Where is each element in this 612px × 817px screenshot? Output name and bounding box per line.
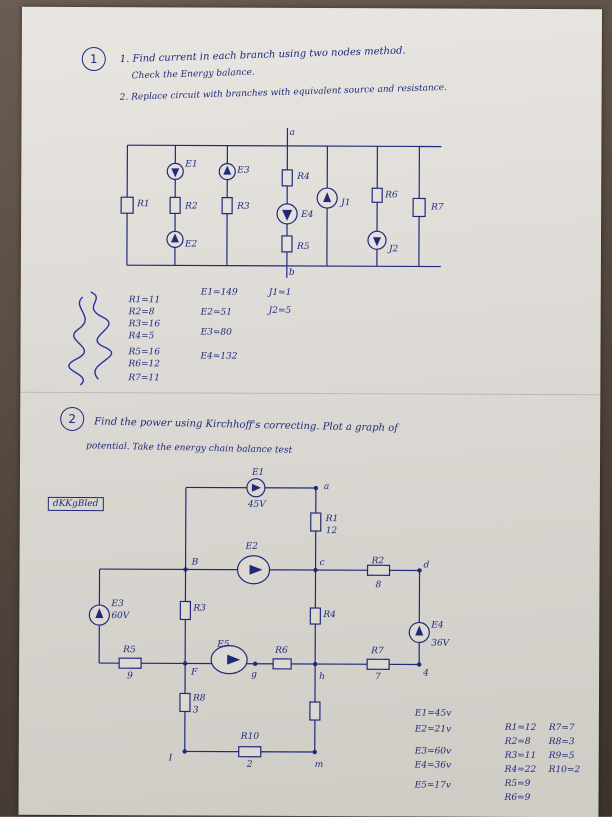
c2-node-m: m xyxy=(315,760,324,770)
circuit-2-diagram xyxy=(18,7,602,817)
c2-node-d: d xyxy=(424,560,430,570)
c2-label-R2: R2 xyxy=(372,556,385,566)
c2-label-R1v: 12 xyxy=(326,526,337,536)
value-line: E4=36v xyxy=(415,760,451,770)
c2-label-R2v: 8 xyxy=(375,580,381,590)
c2-label-R7v: 7 xyxy=(375,672,381,682)
value-line: E2=21v xyxy=(415,724,451,734)
c2-label-E1v: 45V xyxy=(248,500,266,510)
c2-node-a: a xyxy=(324,482,329,492)
c2-node-c: c xyxy=(320,558,325,568)
value-line: R5=9 xyxy=(505,779,531,789)
value-line: R8=3 xyxy=(549,737,575,747)
c2-label-R6: R6 xyxy=(275,646,288,656)
c2-label-R10: R10 xyxy=(241,732,259,742)
c2-label-R1: R1 xyxy=(326,514,339,524)
c2-label-R3: R3 xyxy=(193,603,206,613)
c2-label-E1: E1 xyxy=(252,468,264,478)
value-line: E3=60v xyxy=(415,746,451,756)
c2-label-R10v: 2 xyxy=(247,760,253,770)
c2-label-R4: R4 xyxy=(323,610,336,620)
value-line: R2=8 xyxy=(505,737,531,747)
value-line: R6=9 xyxy=(505,793,531,803)
c2-label-R8: R8 xyxy=(193,693,206,703)
value-line: E5=17v xyxy=(415,780,451,790)
c2-label-E4v: 36V xyxy=(431,639,449,649)
value-line: R1=12 xyxy=(505,723,537,733)
paper-sheet: 1 1. Find current in each branch using t… xyxy=(18,7,602,817)
value-line: E1=45v xyxy=(415,708,451,718)
c2-node-b: B xyxy=(192,557,199,567)
value-line: R4=22 xyxy=(505,765,537,775)
c2-node-g: g xyxy=(251,670,257,680)
c2-label-E2: E2 xyxy=(246,542,258,552)
c2-label-E3v: 60V xyxy=(111,611,129,621)
c2-label-R8v: 3 xyxy=(193,705,199,715)
value-line: R3=11 xyxy=(505,751,537,761)
value-line: R10=2 xyxy=(549,765,581,775)
c2-label-R5v: 9 xyxy=(127,671,133,681)
c2-label-E5: E5 xyxy=(217,640,229,650)
value-line: R9=5 xyxy=(549,751,575,761)
c2-label-R5: R5 xyxy=(123,645,136,655)
c2-node-f: F xyxy=(191,667,197,677)
c2-label-R7: R7 xyxy=(371,646,384,656)
value-line: R7=7 xyxy=(549,723,575,733)
c2-node-h: h xyxy=(319,672,325,682)
c2-label-E3: E3 xyxy=(111,599,123,609)
c2-label-E4: E4 xyxy=(431,621,443,631)
c2-node-k: 4 xyxy=(423,668,429,678)
c2-node-i: I xyxy=(169,753,173,763)
